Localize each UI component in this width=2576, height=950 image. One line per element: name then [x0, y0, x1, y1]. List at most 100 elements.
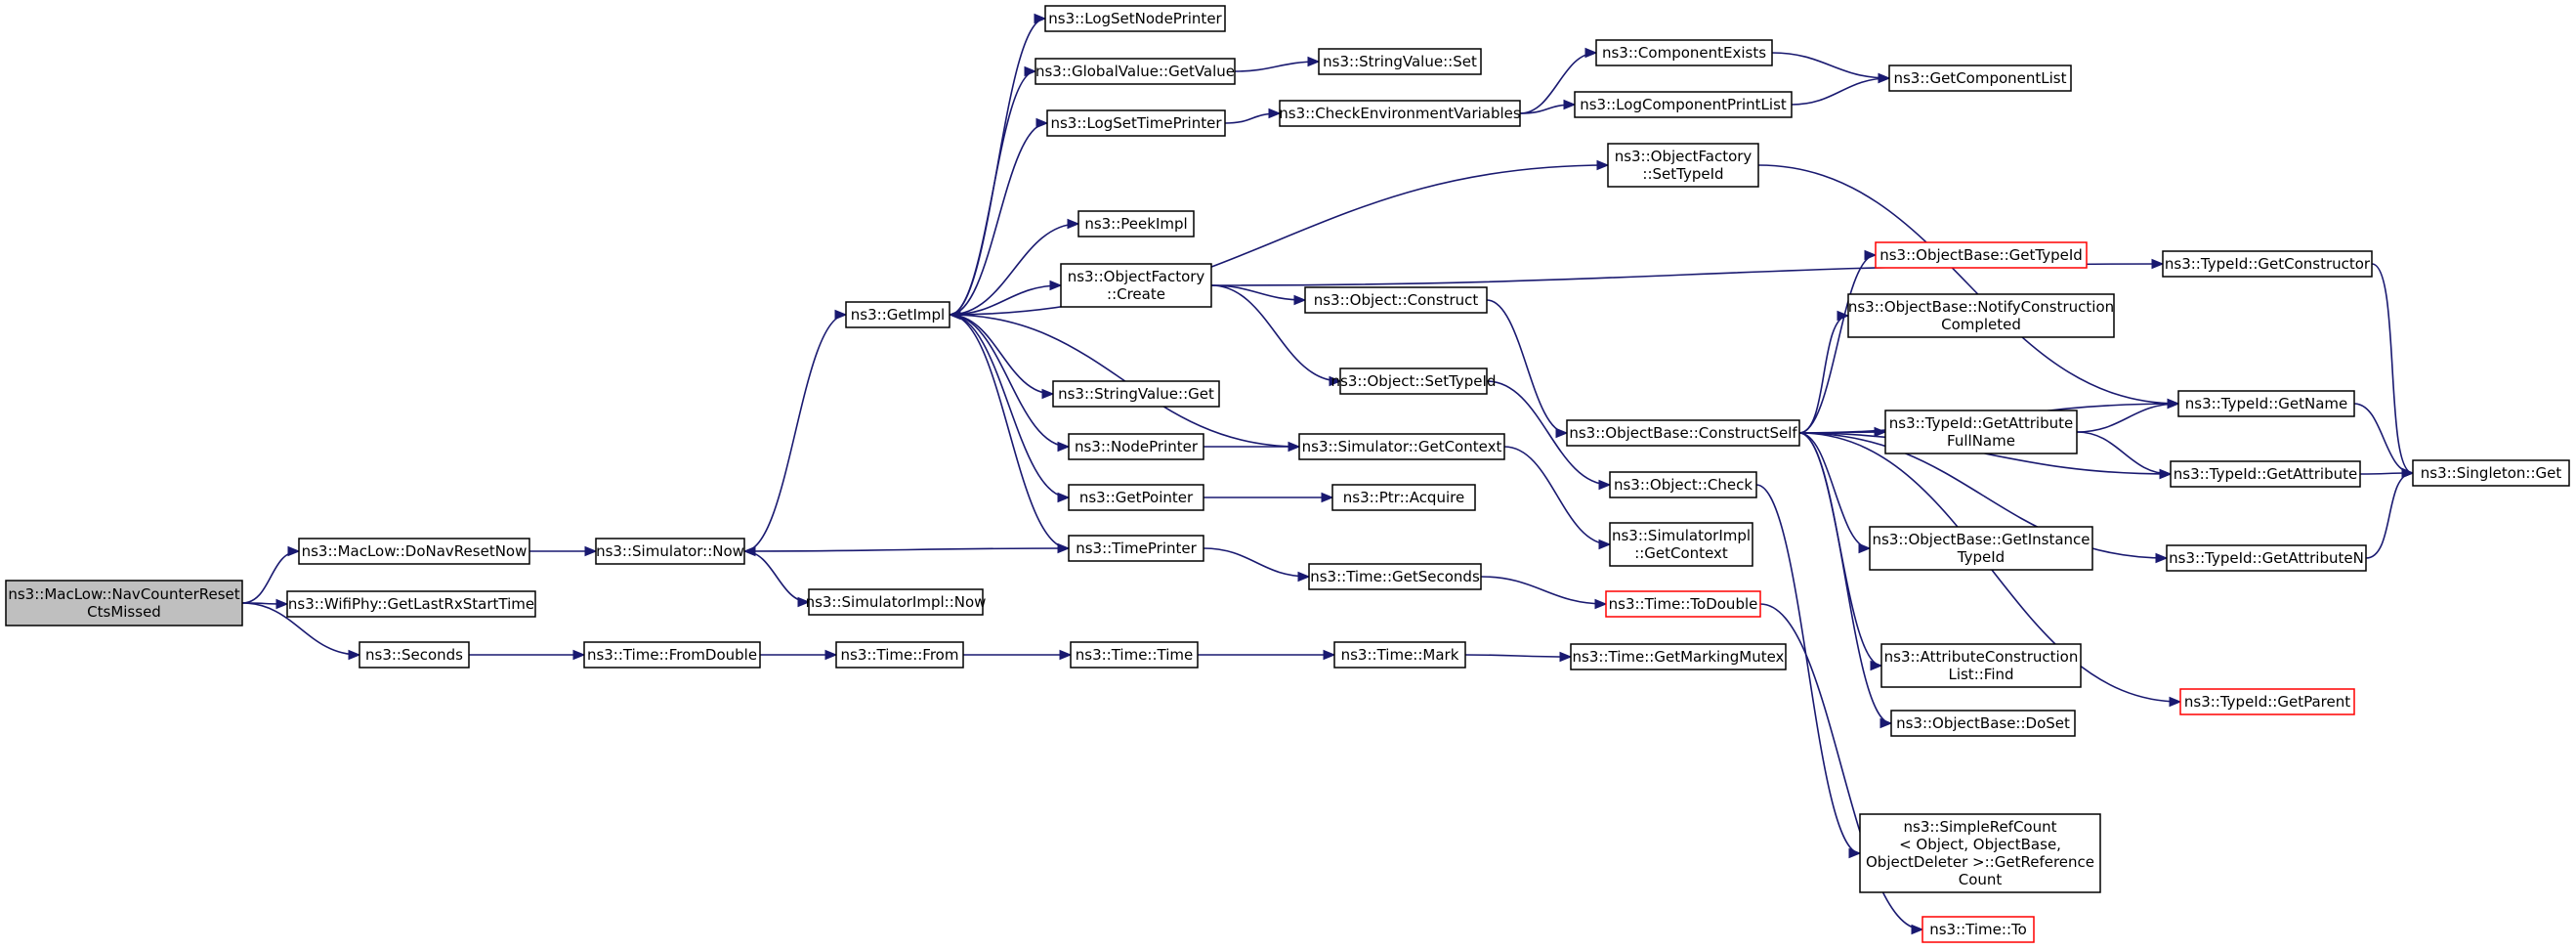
node-logSetTimePrinter[interactable]: ns3::LogSetTimePrinter	[1046, 109, 1226, 137]
edge-checkEnv-to-logComponentPrintList	[1519, 99, 1577, 114]
nodes-layer: ns3::MacLow::NavCounterResetCtsMissedns3…	[5, 5, 2570, 943]
node-getImpl[interactable]: ns3::GetImpl	[845, 301, 950, 328]
node-label: ns3::TypeId::GetAttribute	[2174, 465, 2357, 483]
node-timeFrom[interactable]: ns3::Time::From	[835, 641, 964, 669]
node-label: ns3::Time::From	[841, 646, 959, 664]
edge-typeIdGetName-to-singletonGet	[2353, 403, 2415, 479]
node-nodePrinter[interactable]: ns3::NodePrinter	[1068, 433, 1204, 460]
node-simpleRefCount[interactable]: ns3::SimpleRefCount< Object, ObjectBase,…	[1859, 813, 2101, 893]
node-getComponentList[interactable]: ns3::GetComponentList	[1888, 65, 2072, 92]
node-doNavResetNow[interactable]: ns3::MacLow::DoNavResetNow	[298, 538, 530, 565]
node-box	[2412, 459, 2570, 487]
node-typeIdGetConstructor[interactable]: ns3::TypeId::GetConstructor	[2162, 250, 2373, 278]
node-label: ns3::Simulator::GetContext	[1302, 438, 1502, 455]
node-simImplGetContext[interactable]: ns3::SimulatorImpl::GetContext	[1609, 522, 1753, 567]
node-timeTime[interactable]: ns3::Time::Time	[1070, 641, 1199, 669]
node-ptrAcquire[interactable]: ns3::Ptr::Acquire	[1331, 484, 1476, 511]
edge-fromDouble-to-timeFrom	[760, 649, 838, 661]
edge-constructSelf-to-getInstanceTypeId	[1798, 432, 1872, 554]
edge-doNavResetNow-to-simNow	[528, 545, 598, 557]
node-timeMark[interactable]: ns3::Time::Mark	[1333, 641, 1466, 669]
node-label: ns3::Time::ToDouble	[1609, 595, 1758, 613]
node-box	[2166, 544, 2367, 572]
node-logComponentPrintList[interactable]: ns3::LogComponentPrintList	[1574, 91, 1793, 118]
edge-logSetTimePrinter-to-checkEnv	[1224, 108, 1282, 124]
edge-root-to-seconds	[241, 602, 361, 661]
node-box	[2177, 390, 2355, 417]
node-box	[1035, 58, 1236, 85]
node-label: ns3::AttributeConstruction	[1884, 648, 2079, 666]
node-objFactorySetTypeId[interactable]: ns3::ObjectFactory::SetTypeId	[1607, 143, 1759, 188]
node-timeGetSeconds[interactable]: ns3::Time::GetSeconds	[1308, 563, 1482, 590]
node-label: ObjectDeleter >::GetReference	[1866, 853, 2094, 871]
node-box	[1077, 210, 1195, 238]
node-label: ns3::GetComponentList	[1893, 69, 2066, 87]
node-box	[1318, 48, 1482, 75]
edges-layer	[241, 13, 2415, 935]
node-objFactoryCreate[interactable]: ns3::ObjectFactory::Create	[1060, 263, 1212, 308]
node-globalValueGet[interactable]: ns3::GlobalValue::GetValue	[1035, 58, 1236, 85]
node-label: Count	[1959, 871, 2003, 888]
node-box	[1574, 91, 1793, 118]
node-typeIdGetName[interactable]: ns3::TypeId::GetName	[2177, 390, 2355, 417]
node-componentExists[interactable]: ns3::ComponentExists	[1595, 39, 1773, 66]
node-simGetContext[interactable]: ns3::Simulator::GetContext	[1298, 433, 1505, 460]
node-peekImpl[interactable]: ns3::PeekImpl	[1077, 210, 1195, 238]
node-label: ns3::ObjectBase::GetInstance	[1873, 531, 2090, 548]
node-stringValueSet[interactable]: ns3::StringValue::Set	[1318, 48, 1482, 75]
node-singletonGet[interactable]: ns3::Singleton::Get	[2412, 459, 2570, 487]
node-typeIdGetAttribute[interactable]: ns3::TypeId::GetAttribute	[2170, 460, 2361, 488]
node-label: ns3::ObjectFactory	[1615, 148, 1753, 165]
node-label: ns3::PeekImpl	[1084, 215, 1187, 233]
node-objBaseDoSet[interactable]: ns3::ObjectBase::DoSet	[1890, 710, 2076, 737]
edge-constructSelf-to-objBaseGetTypeId	[1798, 249, 1878, 434]
edge-getImpl-to-globalValueGet	[949, 65, 1037, 316]
node-objectConstruct[interactable]: ns3::Object::Construct	[1304, 286, 1488, 314]
node-box	[1279, 100, 1521, 127]
node-label: ns3::Singleton::Get	[2421, 464, 2562, 482]
node-label: ns3::Time::FromDouble	[587, 646, 757, 664]
node-simNow[interactable]: ns3::Simulator::Now	[595, 538, 745, 565]
node-label: ns3::ObjectBase::ConstructSelf	[1569, 424, 1797, 442]
node-simImplNow[interactable]: ns3::SimulatorImpl::Now	[806, 588, 987, 616]
node-timePrinter[interactable]: ns3::TimePrinter	[1068, 535, 1204, 562]
node-label: ns3::LogSetNodePrinter	[1048, 10, 1222, 27]
node-objectCheck[interactable]: ns3::Object::Check	[1609, 471, 1757, 498]
node-objBaseGetTypeId[interactable]: ns3::ObjectBase::GetTypeId	[1875, 241, 2088, 269]
node-constructSelf[interactable]: ns3::ObjectBase::ConstructSelf	[1566, 419, 1800, 447]
node-box	[5, 580, 243, 626]
node-logSetNodePrinter[interactable]: ns3::LogSetNodePrinter	[1044, 5, 1226, 32]
node-checkEnv[interactable]: ns3::CheckEnvironmentVariables	[1279, 100, 1521, 127]
node-label: ns3::Seconds	[365, 646, 463, 664]
node-getMarkingMutex[interactable]: ns3::Time::GetMarkingMutex	[1570, 643, 1787, 670]
node-label: ns3::TypeId::GetName	[2185, 395, 2347, 412]
node-label: ns3::MacLow::NavCounterReset	[8, 585, 239, 603]
node-stringValueGet[interactable]: ns3::StringValue::Get	[1052, 380, 1220, 408]
node-fromDouble[interactable]: ns3::Time::FromDouble	[583, 641, 761, 669]
node-timeTo[interactable]: ns3::Time::To	[1921, 916, 2035, 943]
edge-simGetContext-to-simImplGetContext	[1503, 446, 1612, 550]
node-box	[1068, 535, 1204, 562]
node-box	[1609, 471, 1757, 498]
node-objBaseNotify[interactable]: ns3::ObjectBase::NotifyConstructionCompl…	[1847, 293, 2115, 338]
node-getPointer[interactable]: ns3::GetPointer	[1068, 484, 1204, 511]
node-objectSetTypeId[interactable]: ns3::Object::SetTypeId	[1331, 367, 1497, 395]
edge-globalValueGet-to-stringValueSet	[1234, 56, 1321, 72]
node-box	[1304, 286, 1488, 314]
node-label: ns3::Time::Time	[1076, 646, 1194, 664]
node-typeIdGetAttributeN[interactable]: ns3::TypeId::GetAttributeN	[2166, 544, 2367, 572]
node-typeIdGetParent[interactable]: ns3::TypeId::GetParent	[2179, 688, 2355, 715]
node-label: ns3::TypeId::GetParent	[2184, 693, 2350, 711]
edge-componentExists-to-getComponentList	[1771, 52, 1891, 84]
node-label: ::SetTypeId	[1642, 165, 1723, 183]
node-seconds[interactable]: ns3::Seconds	[359, 641, 470, 669]
node-box	[845, 301, 950, 328]
node-getLastRxStart[interactable]: ns3::WifiPhy::GetLastRxStartTime	[286, 590, 536, 618]
node-timeToDouble[interactable]: ns3::Time::ToDouble	[1605, 590, 1761, 618]
edge-simGetContext-to-getImpl	[948, 309, 1300, 448]
